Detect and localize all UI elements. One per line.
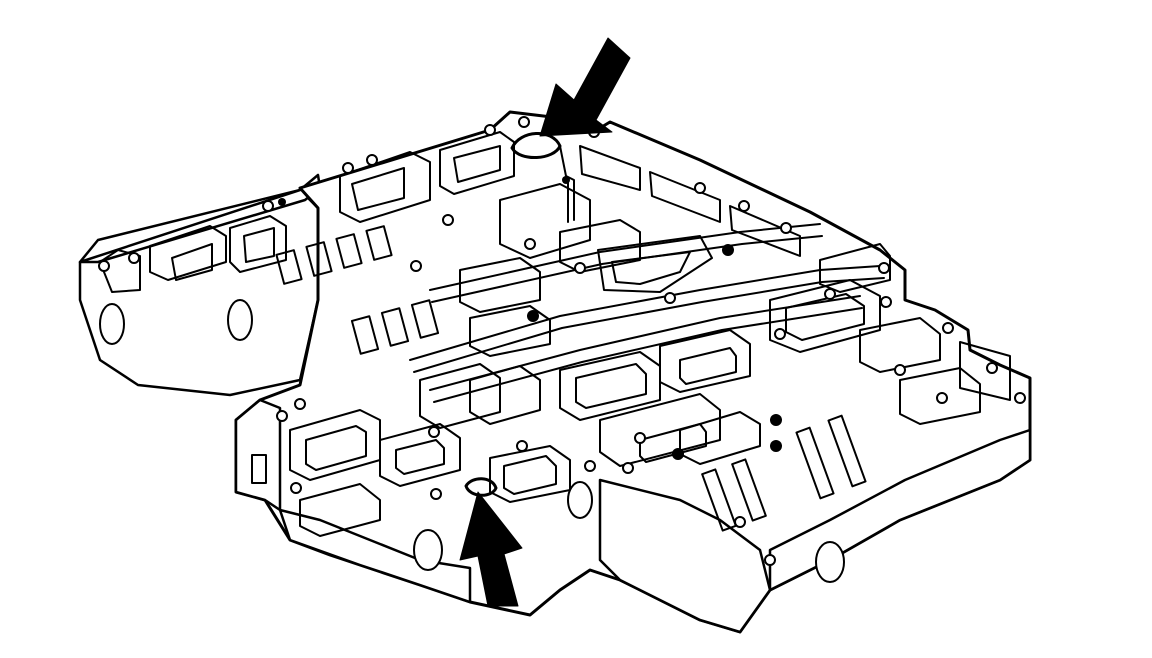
check-ball-4 [770, 440, 782, 452]
check-ball-3 [770, 414, 782, 426]
check-ball-2 [722, 244, 734, 256]
passages [275, 131, 1011, 537]
front-slot-1 [251, 454, 267, 484]
front-hole-3 [815, 541, 845, 583]
lower-port [464, 477, 498, 497]
check-ball-dots [527, 176, 782, 460]
front-hole-1 [413, 529, 443, 571]
front-hole-2 [567, 481, 593, 519]
upper-arrow [539, 37, 631, 137]
main-body [234, 110, 1032, 634]
mount-hole-1 [99, 303, 125, 345]
mount-hole-2 [227, 299, 253, 341]
check-ball-1 [527, 310, 539, 322]
callout-arrows [459, 37, 631, 607]
ports [464, 132, 575, 497]
check-ball-5 [672, 448, 684, 460]
left-block [78, 173, 337, 397]
lower-arrow [459, 491, 523, 607]
